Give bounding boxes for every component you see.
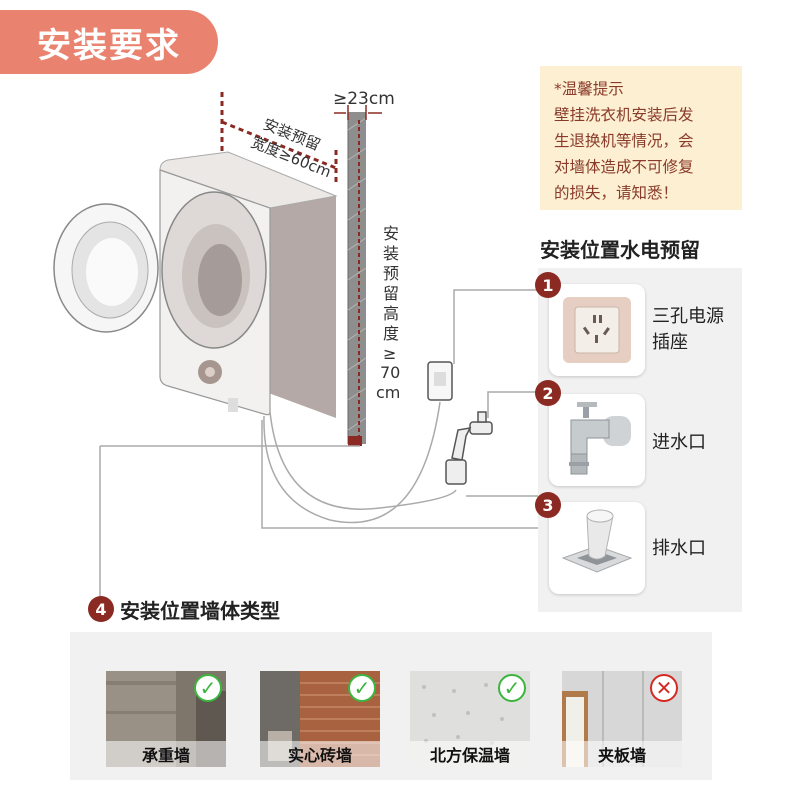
depth-dimension <box>334 105 382 120</box>
wall-faucet <box>445 411 493 485</box>
width-dimension <box>220 92 338 185</box>
reserve-item-2-line1: 进水口 <box>652 432 706 453</box>
hoses <box>99 289 538 610</box>
reserve-item-1-label: 三孔电源 插座 <box>652 304 724 356</box>
height-char-2: 装 <box>383 244 399 263</box>
wall-hatch <box>347 117 367 431</box>
height-marker-bottom <box>348 436 362 446</box>
water-faucet-card <box>549 394 645 486</box>
height-char-4: 留 <box>383 284 399 303</box>
tip-box: *温馨提示 壁挂洗衣机安装后发 生退换机等情况，会 对墙体造成不可修复 的损失，… <box>540 66 742 210</box>
reserve-item-1-line1: 三孔电源 <box>652 306 724 327</box>
reserve-item-1-number: 1 <box>535 272 561 298</box>
tip-line-5: 的损失，请知悉！ <box>554 184 679 202</box>
wall-card-plywood: ✕ 夹板墙 <box>562 671 682 767</box>
wall-card-2-label: 实心砖墙 <box>260 741 380 767</box>
wall-card-1-ok-icon: ✓ <box>194 674 222 702</box>
floor-drain-card <box>549 502 645 594</box>
height-label: 安 装 预 留 高 度 ≥ 70 cm <box>376 224 400 402</box>
reserve-item-3-line1: 排水口 <box>652 538 706 559</box>
reserve-item-3-label: 排水口 <box>652 536 706 562</box>
page-title: 安装要求 <box>0 10 218 74</box>
height-char-1: 安 <box>383 224 399 243</box>
tip-line-4: 对墙体造成不可修复 <box>554 158 694 176</box>
wall-card-load-bearing: ✓ 承重墙 <box>106 671 226 767</box>
tip-line-2: 壁挂洗衣机安装后发 <box>554 106 694 124</box>
wall-card-insulation: ✓ 北方保温墙 <box>410 671 530 767</box>
washer-machine <box>159 151 338 418</box>
wall-card-solid-brick: ✓ 实心砖墙 <box>260 671 380 767</box>
power-socket-card <box>549 284 645 376</box>
reserve-item-2-number: 2 <box>535 380 561 406</box>
height-char-5: 高 <box>383 304 399 323</box>
wall-card-4-label: 夹板墙 <box>562 741 682 767</box>
power-socket-icon <box>563 297 631 363</box>
tip-line-3: 生退换机等情况，会 <box>554 132 694 150</box>
height-char-3: 预 <box>383 264 399 283</box>
wall-type-title: 安装位置墙体类型 <box>120 599 280 623</box>
depth-label: ≥23cm <box>333 89 395 109</box>
wall-card-1-label: 承重墙 <box>106 741 226 767</box>
floor-drain-icon <box>561 509 633 573</box>
reserve-item-2-label: 进水口 <box>652 430 706 456</box>
height-char-7: ≥ <box>383 344 396 363</box>
height-char-9: cm <box>376 383 400 402</box>
reserve-item-3-number: 3 <box>535 492 561 518</box>
tip-line-1: *温馨提示 <box>554 80 624 98</box>
reserve-item-1-line2: 插座 <box>652 332 688 353</box>
wall-card-4-no-icon: ✕ <box>650 674 678 702</box>
wall-type-number: 4 <box>88 596 114 622</box>
wall-socket <box>427 361 453 401</box>
height-char-8: 70 <box>380 363 400 382</box>
wall-card-3-ok-icon: ✓ <box>498 674 526 702</box>
wall-card-3-label: 北方保温墙 <box>410 741 530 767</box>
reserve-title: 安装位置水电预留 <box>540 238 700 262</box>
height-char-6: 度 <box>383 324 399 343</box>
washer-door <box>53 203 159 333</box>
wall-card-2-ok-icon: ✓ <box>348 674 376 702</box>
water-faucet-icon <box>569 402 631 475</box>
